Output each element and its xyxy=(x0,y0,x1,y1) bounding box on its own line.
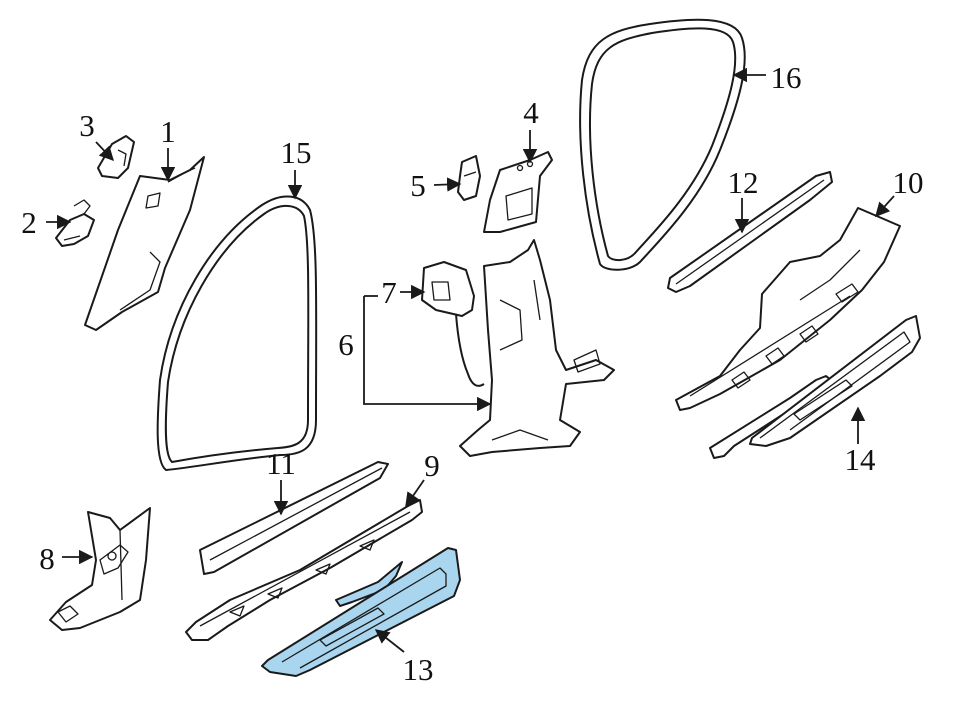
leader-5 xyxy=(433,177,462,192)
callout-14: 14 xyxy=(845,442,877,477)
rear-scuff-plate xyxy=(709,315,921,459)
callout-6: 6 xyxy=(338,327,354,362)
callout-1: 1 xyxy=(160,114,176,149)
callout-5: 5 xyxy=(410,168,426,203)
callout-11: 11 xyxy=(266,446,296,481)
callout-16: 16 xyxy=(771,60,802,95)
callout-12: 12 xyxy=(728,165,759,200)
leader-9 xyxy=(405,479,425,508)
callout-4: 4 xyxy=(523,95,539,130)
callout-15: 15 xyxy=(281,135,312,170)
callout-7: 7 xyxy=(381,275,397,310)
clip-3 xyxy=(97,135,135,179)
a-pillar-trim xyxy=(84,156,205,331)
clip-2 xyxy=(55,199,95,247)
b-pillar-upper-trim xyxy=(483,151,553,233)
callout-13: 13 xyxy=(403,652,434,687)
callout-3: 3 xyxy=(79,108,95,143)
callout-9: 9 xyxy=(424,448,440,483)
leader-13 xyxy=(374,629,405,653)
front-kick-panel xyxy=(49,507,151,631)
callout-2: 2 xyxy=(21,205,37,240)
leader-6 xyxy=(363,296,492,412)
clip-5 xyxy=(457,155,481,201)
front-door-seal xyxy=(156,195,318,472)
lower-sill-trim xyxy=(185,499,423,641)
callout-labels: 1 2 3 4 5 6 7 8 9 10 11 12 13 14 15 16 xyxy=(21,60,923,687)
rear-door-seal xyxy=(579,18,746,271)
front-scuff-plate-highlighted xyxy=(261,547,461,677)
leader-10 xyxy=(875,195,895,218)
leader-lines xyxy=(46,67,895,653)
callout-8: 8 xyxy=(39,541,55,576)
rear-sill-strip xyxy=(667,171,833,293)
leader-3 xyxy=(95,141,114,162)
callout-10: 10 xyxy=(893,165,924,200)
front-sill-strip xyxy=(199,461,389,575)
belt-height-adjuster xyxy=(421,261,485,387)
b-pillar-lower-trim xyxy=(459,239,615,457)
